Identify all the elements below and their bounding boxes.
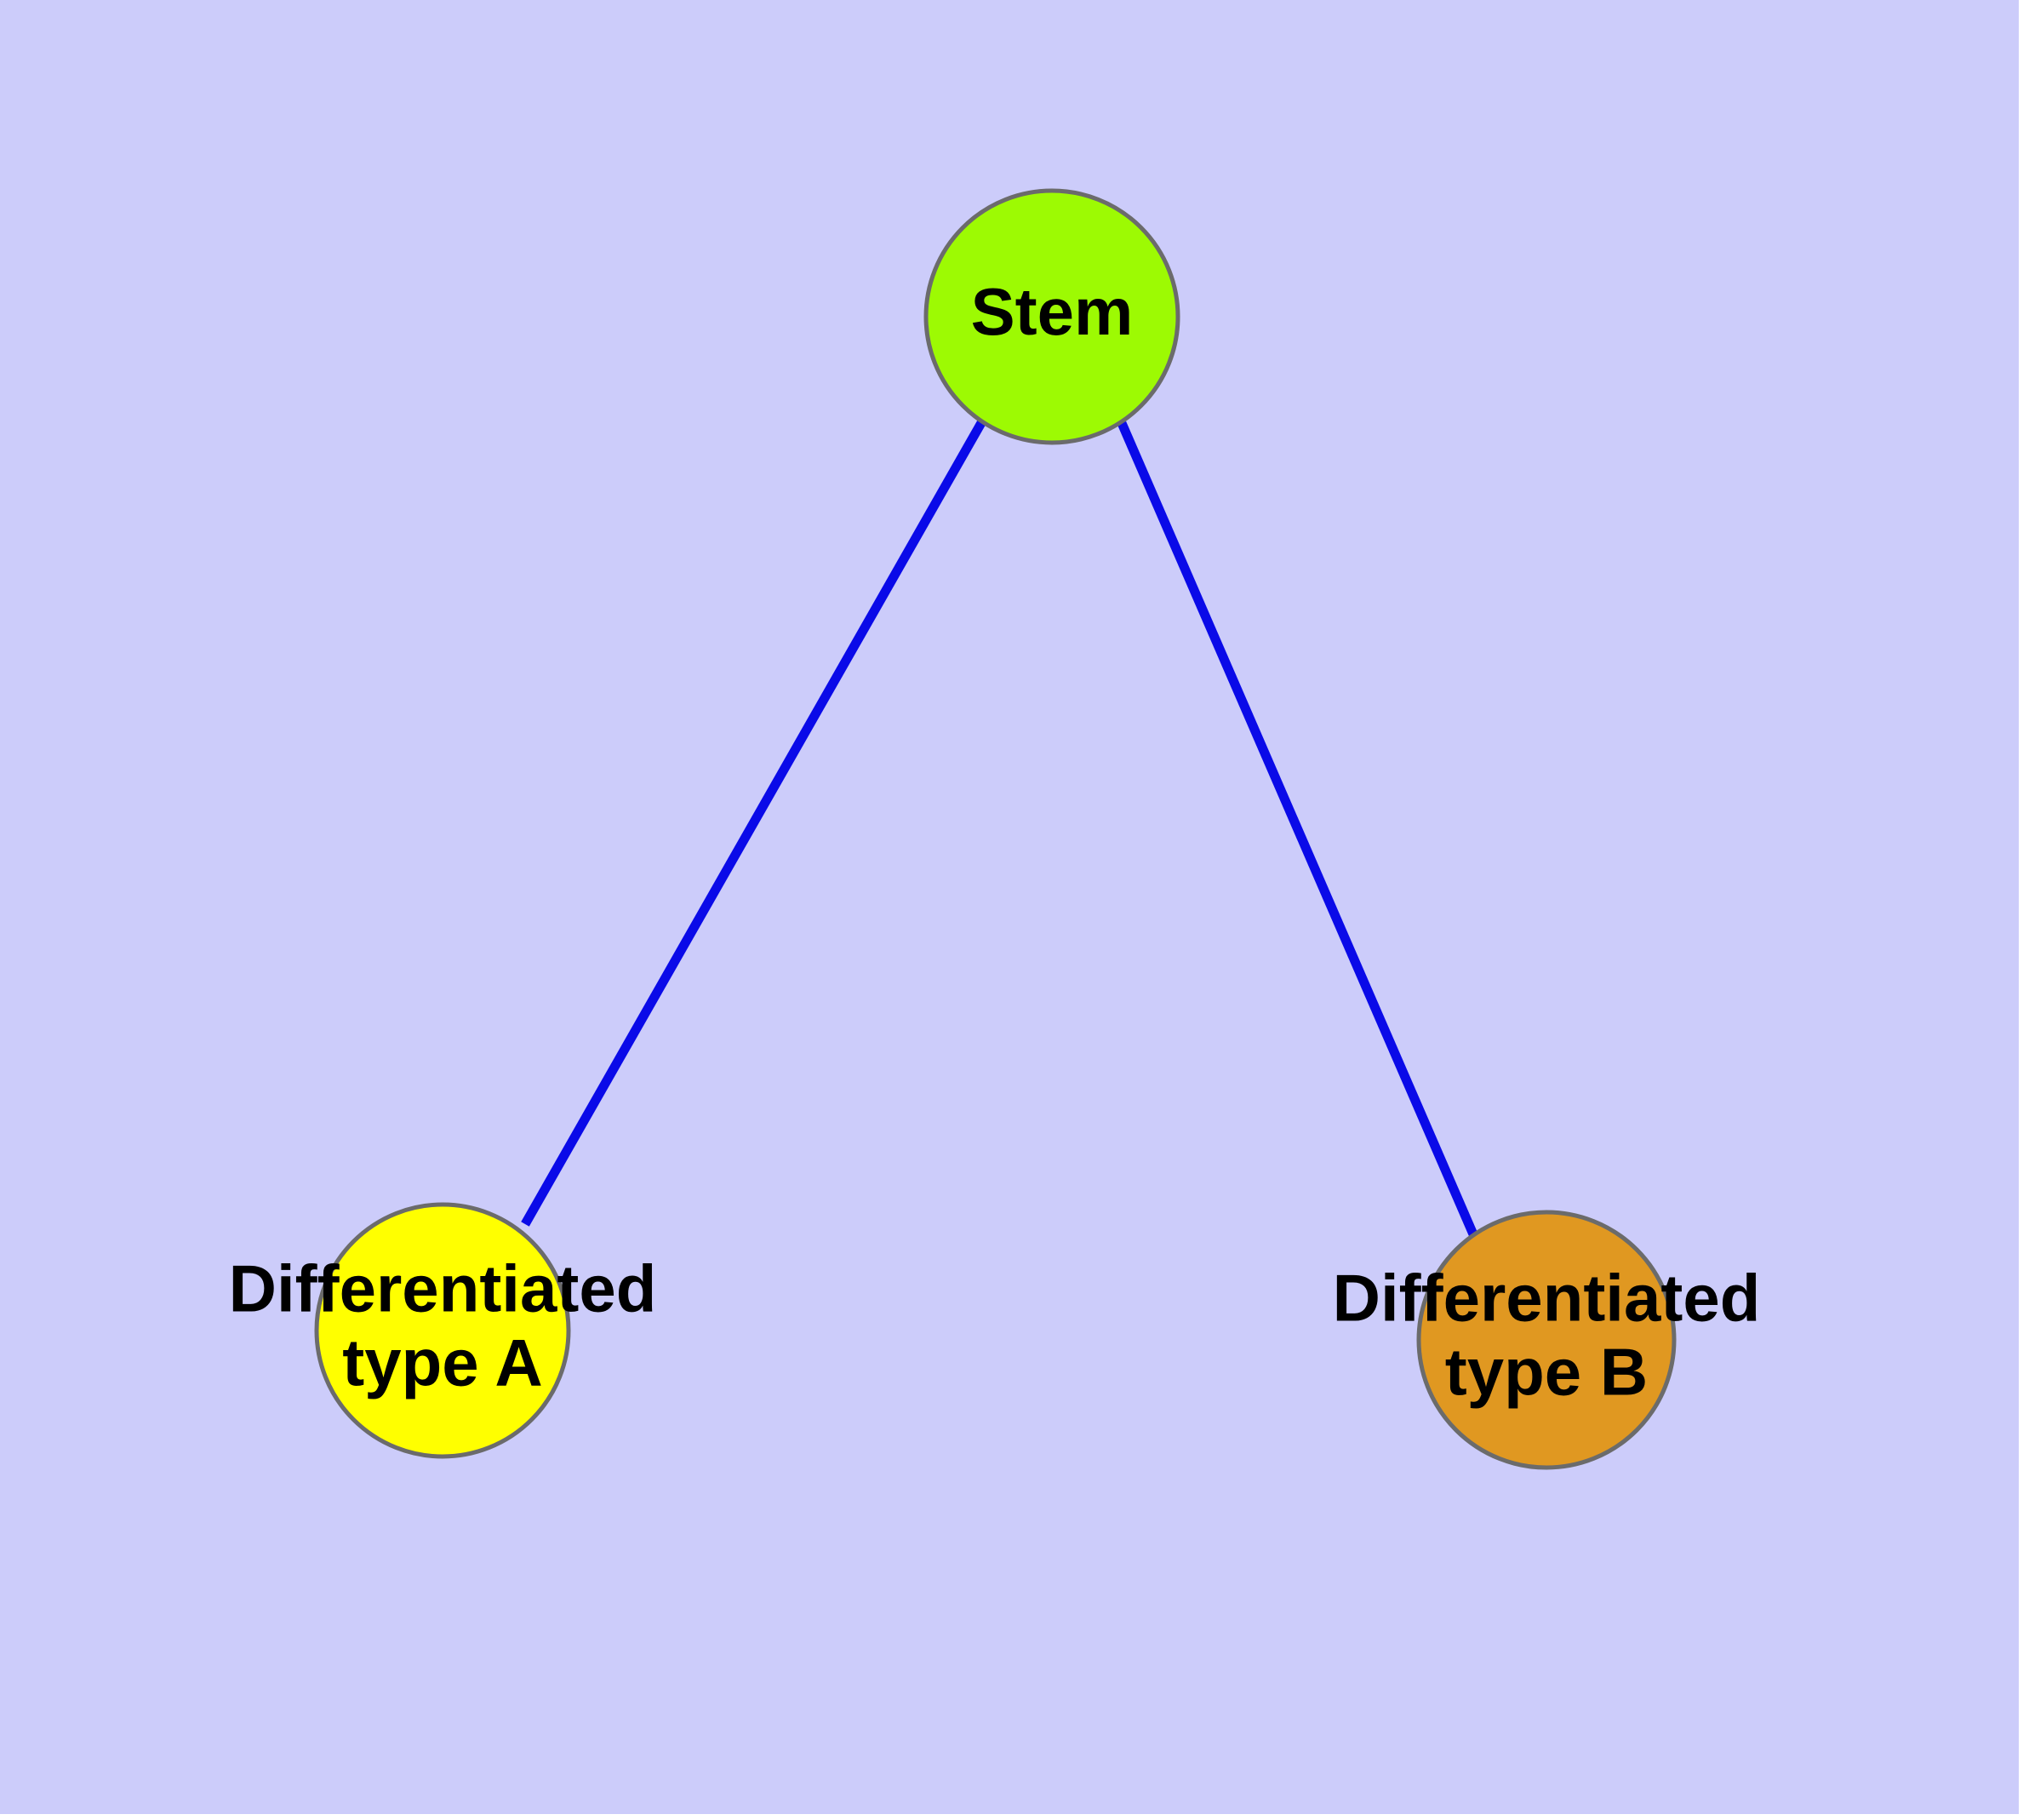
node-diff_a[interactable] [314, 1202, 571, 1459]
edge-stem-diff-a [521, 419, 986, 1227]
node-diff_b[interactable] [1416, 1210, 1677, 1470]
nodes-layer [314, 188, 1677, 1470]
edge-stem-diff-b [1117, 421, 1478, 1237]
node-stem[interactable] [923, 188, 1180, 445]
edges-layer [521, 419, 1478, 1237]
